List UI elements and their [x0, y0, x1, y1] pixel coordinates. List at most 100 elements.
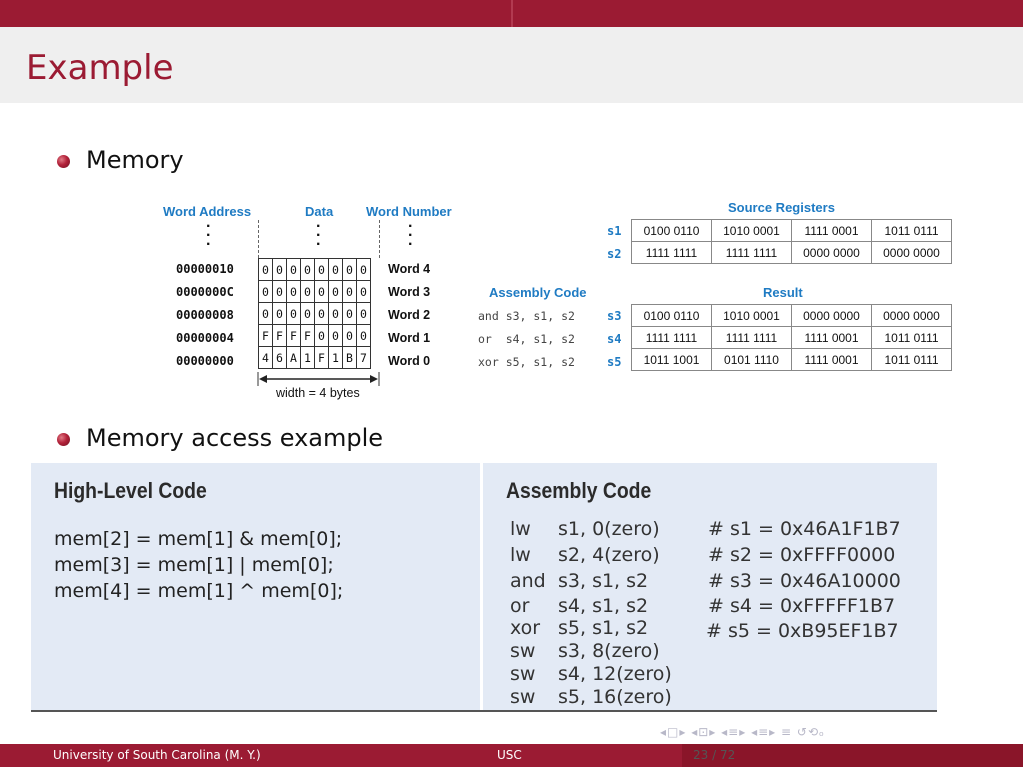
bullet-memory: Memory: [86, 146, 184, 174]
asm-args: s1, 0(zero): [558, 518, 660, 540]
byte-cell: 0: [314, 258, 329, 281]
word-address: 00000000: [176, 354, 234, 368]
asm-args: s3, 8(zero): [558, 640, 660, 662]
ellipsis-dots: ···: [408, 218, 414, 253]
result-header: Result: [763, 285, 803, 300]
word-number: Word 4: [388, 262, 431, 276]
ellipsis-dots: ···: [206, 218, 212, 253]
byte-cell: F: [258, 324, 273, 347]
nav-section-icon[interactable]: ◂⊡▸: [691, 725, 717, 739]
register-label: s5: [607, 355, 622, 369]
asm-op: and: [510, 570, 546, 592]
nav-align-icon[interactable]: ≡: [781, 725, 793, 739]
data-header: Data: [305, 204, 334, 219]
byte-cell: 0: [300, 258, 315, 281]
nav-search-icon[interactable]: ↺⟲ₒ: [796, 725, 825, 739]
byte-cell: 0: [342, 302, 357, 325]
bits-cell: 1111 1111: [711, 241, 792, 264]
bits-cell: 0000 0000: [871, 304, 952, 327]
asm-comment: # s2 = 0xFFFF0000: [708, 544, 896, 566]
high-level-code-title: High-Level Code: [54, 478, 207, 503]
bits-cell: 1011 0111: [871, 219, 952, 242]
byte-cell: 0: [258, 280, 273, 303]
asm-op: sw: [510, 640, 536, 662]
assembly-line: or s4, s1, s2: [478, 332, 575, 346]
asm-op: xor: [510, 617, 541, 639]
byte-cell: F: [272, 324, 287, 347]
bits-cell: 1010 0001: [711, 304, 792, 327]
slide-title: Example: [26, 48, 174, 88]
nav-subsection-icon[interactable]: ◂≡▸: [721, 725, 747, 739]
high-level-line: mem[3] = mem[1] | mem[0];: [54, 554, 334, 576]
byte-cell: 0: [356, 258, 371, 281]
panel-bottom-rule: [31, 710, 937, 712]
footer-bar: [0, 744, 1023, 767]
bits-cell: 1111 0001: [791, 348, 872, 371]
byte-cell: 0: [300, 302, 315, 325]
asm-args: s5, s1, s2: [558, 617, 649, 639]
asm-comment: # s4 = 0xFFFFF1B7: [708, 595, 896, 617]
bits-cell: 1111 1111: [711, 326, 792, 349]
byte-cell: 6: [272, 346, 287, 369]
byte-cell: 1: [300, 346, 315, 369]
byte-cell: 0: [258, 302, 273, 325]
top-banner: [0, 0, 1023, 27]
register-label: s2: [607, 247, 622, 261]
asm-op: lw: [510, 518, 531, 540]
bullet-icon: [57, 155, 70, 168]
bits-cell: 0000 0000: [791, 241, 872, 264]
bits-cell: 0000 0000: [871, 241, 952, 264]
byte-cell: 0: [328, 302, 343, 325]
byte-cell: 0: [272, 280, 287, 303]
byte-cell: 0: [342, 258, 357, 281]
byte-cell: 0: [328, 258, 343, 281]
word-address: 00000008: [176, 308, 234, 322]
bits-cell: 1011 0111: [871, 348, 952, 371]
assembly-line: and s3, s1, s2: [478, 309, 575, 323]
nav-slide-icon[interactable]: ◂≡▸: [751, 725, 777, 739]
register-label: s1: [607, 224, 622, 238]
byte-cell: 0: [314, 302, 329, 325]
high-level-line: mem[4] = mem[1] ^ mem[0];: [54, 580, 344, 602]
footer-short: USC: [497, 748, 522, 762]
byte-cell: 4: [258, 346, 273, 369]
byte-cell: 0: [314, 324, 329, 347]
byte-cell: F: [300, 324, 315, 347]
bits-cell: 0000 0000: [791, 304, 872, 327]
register-label: s4: [607, 332, 622, 346]
byte-cell: 0: [328, 324, 343, 347]
source-registers-header: Source Registers: [728, 200, 835, 215]
assembly-line: xor s5, s1, s2: [478, 355, 575, 369]
asm-args: s4, 12(zero): [558, 663, 672, 685]
byte-cell: 0: [342, 324, 357, 347]
width-note: width = 4 bytes: [276, 386, 360, 400]
byte-cell: 0: [300, 280, 315, 303]
asm-op: lw: [510, 544, 531, 566]
bits-cell: 1010 0001: [711, 219, 792, 242]
asm-comment: # s5 = 0xB95EF1B7: [706, 620, 899, 642]
high-level-line: mem[2] = mem[1] & mem[0];: [54, 528, 343, 550]
word-address: 00000004: [176, 331, 234, 345]
bits-cell: 1011 0111: [871, 326, 952, 349]
footer-institution: University of South Carolina (M. Y.): [53, 748, 261, 762]
asm-comment: # s1 = 0x46A1F1B7: [708, 518, 901, 540]
byte-cell: 7: [356, 346, 371, 369]
word-address: 0000000C: [176, 285, 234, 299]
asm-args: s5, 16(zero): [558, 686, 672, 708]
word-number: Word 3: [388, 285, 431, 299]
nav-prev-frame-icon[interactable]: ◂□▸: [660, 725, 687, 739]
byte-cell: 0: [286, 302, 301, 325]
asm-op: or: [510, 595, 530, 617]
footer-page-number: 23 / 72: [693, 748, 736, 762]
title-bar: [0, 27, 1023, 103]
byte-cell: 0: [356, 324, 371, 347]
